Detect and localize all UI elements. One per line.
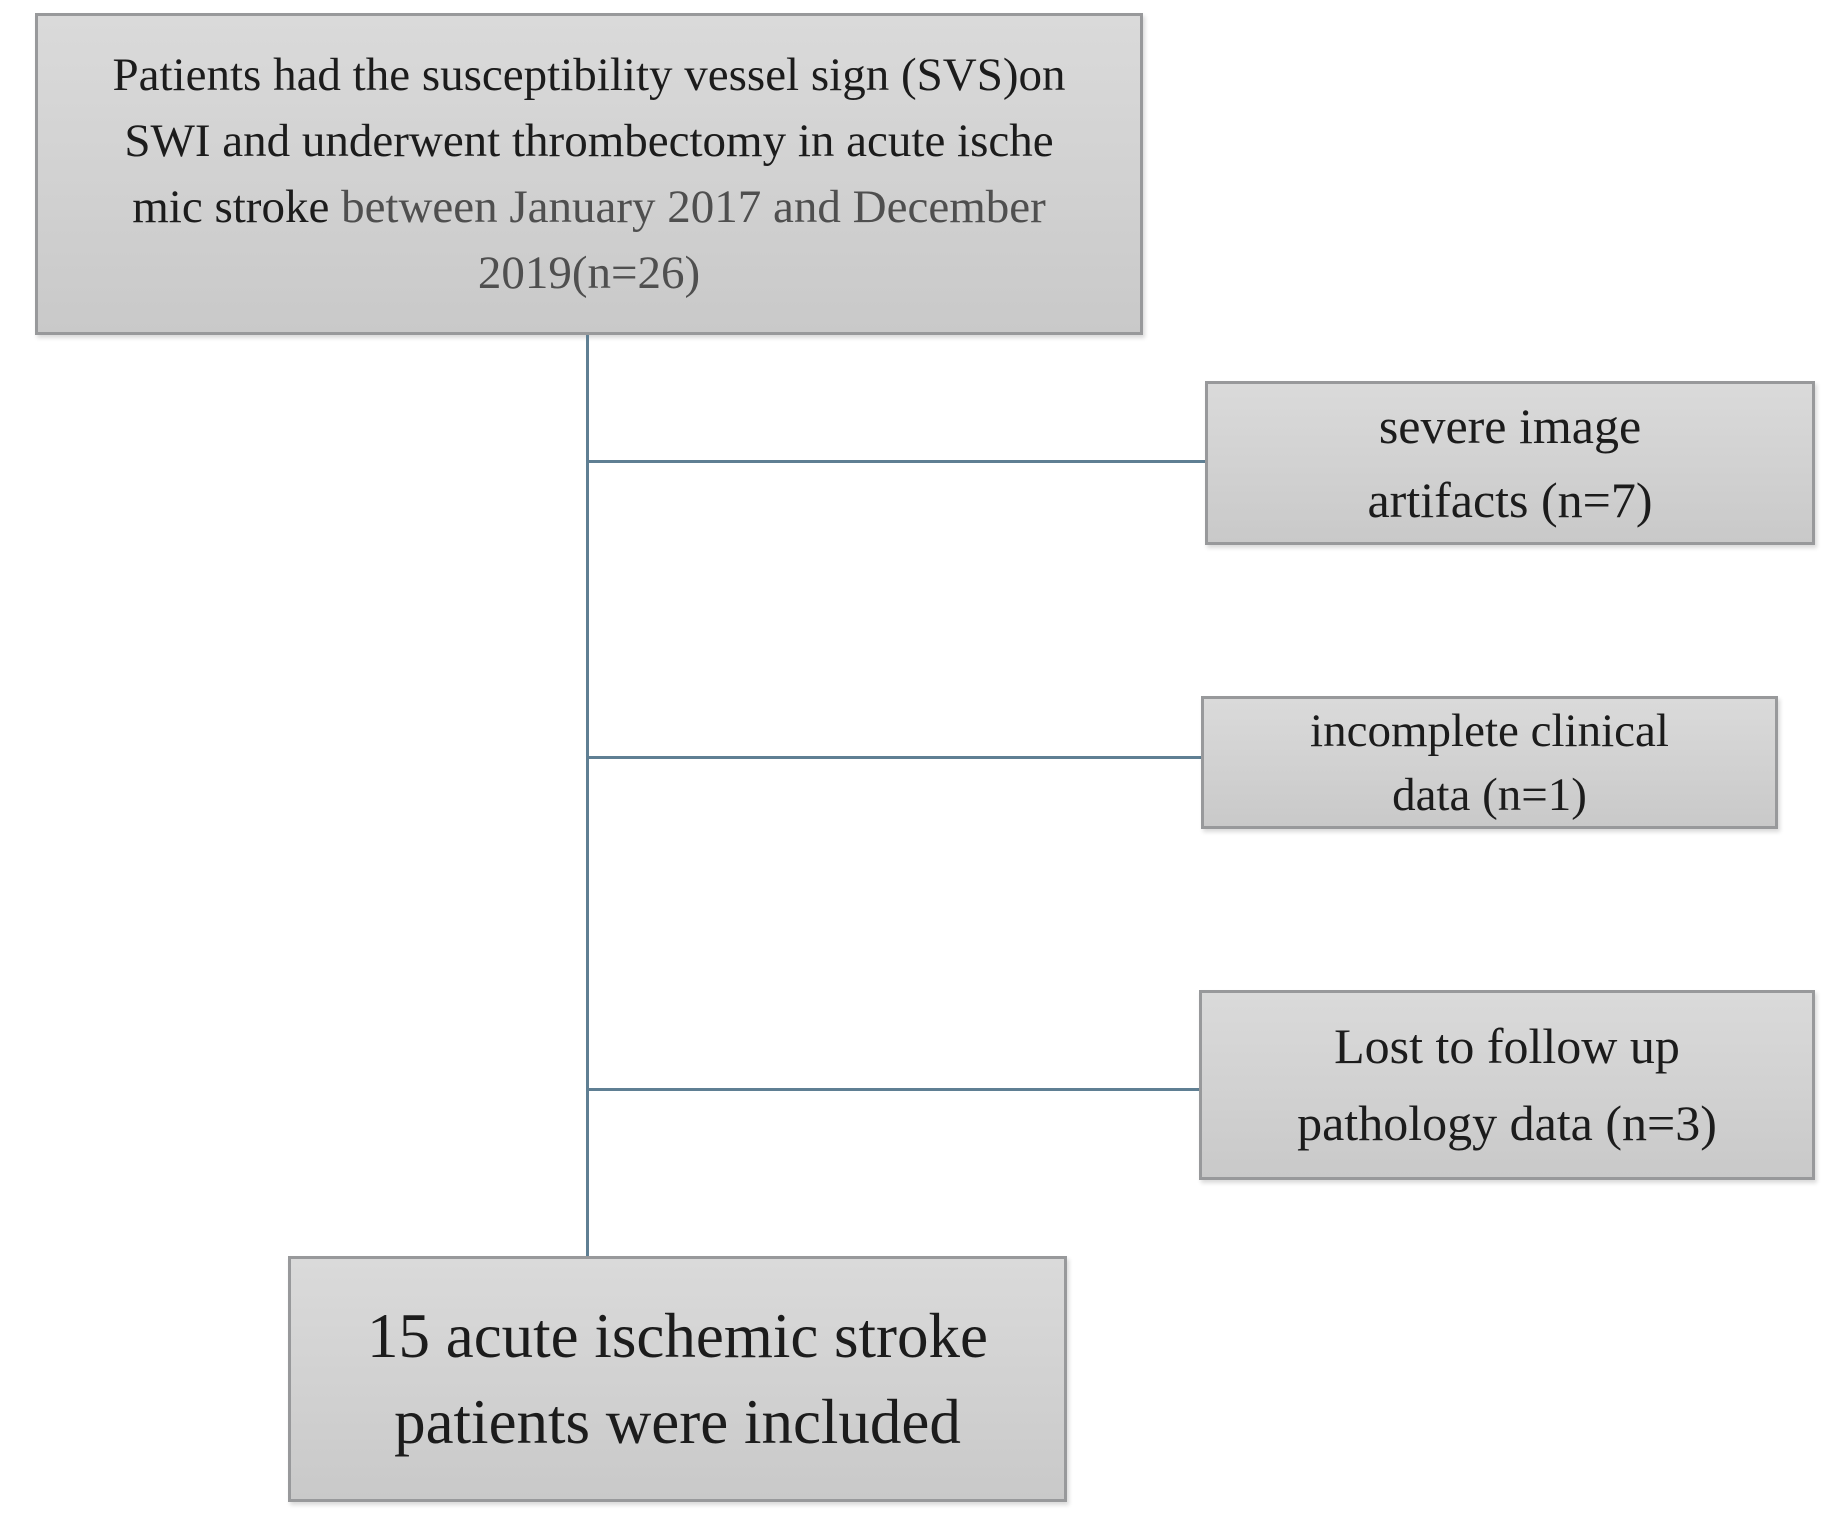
excluded-incomplete-data-line-2: data (n=1) bbox=[1392, 768, 1587, 821]
included-patients-line-1: 15 acute ischemic stroke bbox=[366, 1301, 989, 1371]
flow-box-enrollment: Patients had the susceptibility vessel s… bbox=[35, 13, 1143, 335]
excluded-lost-followup-line-1: Lost to follow up bbox=[1334, 1018, 1680, 1074]
enrollment-text: Patients had the susceptibility vessel s… bbox=[113, 42, 1066, 306]
enrollment-line-3-light: between January 2017 and December bbox=[329, 181, 1046, 233]
excluded-image-artifacts-text: severe image artifacts (n=7) bbox=[1367, 389, 1652, 537]
enrollment-line-3: mic stroke between January 2017 and Dece… bbox=[113, 174, 1066, 240]
flow-box-included-patients: 15 acute ischemic stroke patients were i… bbox=[288, 1256, 1067, 1502]
excluded-image-artifacts-line-2: artifacts (n=7) bbox=[1367, 472, 1653, 528]
excluded-lost-followup-line-2: pathology data (n=3) bbox=[1297, 1095, 1717, 1151]
excluded-incomplete-data-text: incomplete clinical data (n=1) bbox=[1310, 699, 1669, 827]
enrollment-line-4: 2019(n=26) bbox=[477, 247, 701, 299]
excluded-image-artifacts-line-1: severe image bbox=[1378, 398, 1642, 454]
enrollment-line-2: SWI and underwent thrombectomy in acute … bbox=[124, 115, 1054, 167]
connector-branch-3-line bbox=[588, 1088, 1201, 1091]
excluded-incomplete-data-line-1: incomplete clinical bbox=[1310, 704, 1669, 757]
included-patients-line-2: patients were included bbox=[394, 1387, 961, 1457]
connector-vertical-line bbox=[586, 335, 589, 1258]
connector-branch-2-line bbox=[588, 756, 1203, 759]
enrollment-line-3-dark: mic stroke bbox=[132, 181, 330, 233]
flow-box-excluded-incomplete-data: incomplete clinical data (n=1) bbox=[1201, 696, 1778, 829]
excluded-lost-followup-text: Lost to follow up pathology data (n=3) bbox=[1297, 1008, 1717, 1162]
flow-box-excluded-lost-followup: Lost to follow up pathology data (n=3) bbox=[1199, 990, 1815, 1180]
flow-box-excluded-image-artifacts: severe image artifacts (n=7) bbox=[1205, 381, 1815, 545]
connector-branch-1-line bbox=[588, 460, 1207, 463]
included-patients-text: 15 acute ischemic stroke patients were i… bbox=[367, 1293, 988, 1465]
enrollment-line-1: Patients had the susceptibility vessel s… bbox=[112, 49, 1066, 101]
